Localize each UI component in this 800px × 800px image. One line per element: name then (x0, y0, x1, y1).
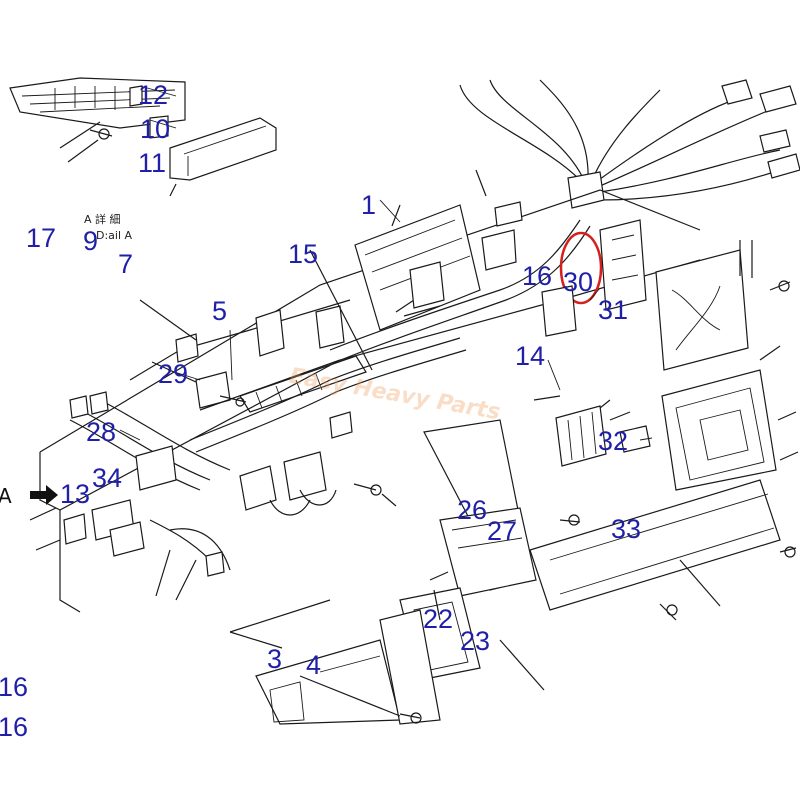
long-duct (529, 479, 797, 621)
part-label-16-bottom: 16 (0, 672, 29, 702)
part-label-32: 32 (598, 426, 629, 456)
lower-ducts (229, 599, 441, 725)
part-label-12: 12 (138, 80, 169, 110)
part-label-3: 3 (267, 644, 283, 674)
leader-lines (119, 85, 653, 441)
part-label-34: 34 (92, 463, 123, 493)
part-label-16-clipped: 16 (0, 712, 29, 742)
part-label-1: 1 (361, 190, 377, 220)
detail-a-inset (9, 77, 277, 197)
part-label-33: 33 (611, 514, 642, 544)
part-label-5: 5 (212, 296, 228, 326)
part-label-28: 28 (86, 417, 117, 447)
wire-bundle (459, 79, 800, 209)
part-label-16: 16 (522, 261, 553, 291)
part-label-13: 13 (60, 479, 91, 509)
detail-caption-line1: A 詳 細 (84, 213, 121, 226)
part-label-14: 14 (515, 341, 546, 371)
arrow-right-icon (30, 485, 58, 505)
view-letter: A (0, 484, 12, 508)
part-label-30: 30 (563, 267, 594, 297)
part-label-31: 31 (598, 295, 629, 325)
part-label-11: 11 (138, 148, 167, 178)
part-label-26: 26 (457, 495, 488, 525)
part-label-17: 17 (26, 223, 57, 253)
left-harness-cluster (29, 299, 397, 601)
controller-group (533, 219, 799, 491)
part-label-23: 23 (460, 626, 491, 656)
part-label-27: 27 (487, 516, 518, 546)
center-duct (399, 419, 581, 691)
part-label-10: 10 (140, 114, 171, 144)
part-label-22: 22 (423, 604, 454, 634)
harness-15 (189, 219, 591, 453)
part-label-29: 29 (158, 359, 189, 389)
part-label-4: 4 (306, 650, 322, 680)
highlight-circle (559, 231, 603, 305)
part-label-7: 7 (118, 249, 134, 279)
part-label-9: 9 (83, 226, 99, 256)
part-label-15: 15 (288, 239, 319, 269)
detail-caption-line2: D:ail A (96, 229, 133, 242)
